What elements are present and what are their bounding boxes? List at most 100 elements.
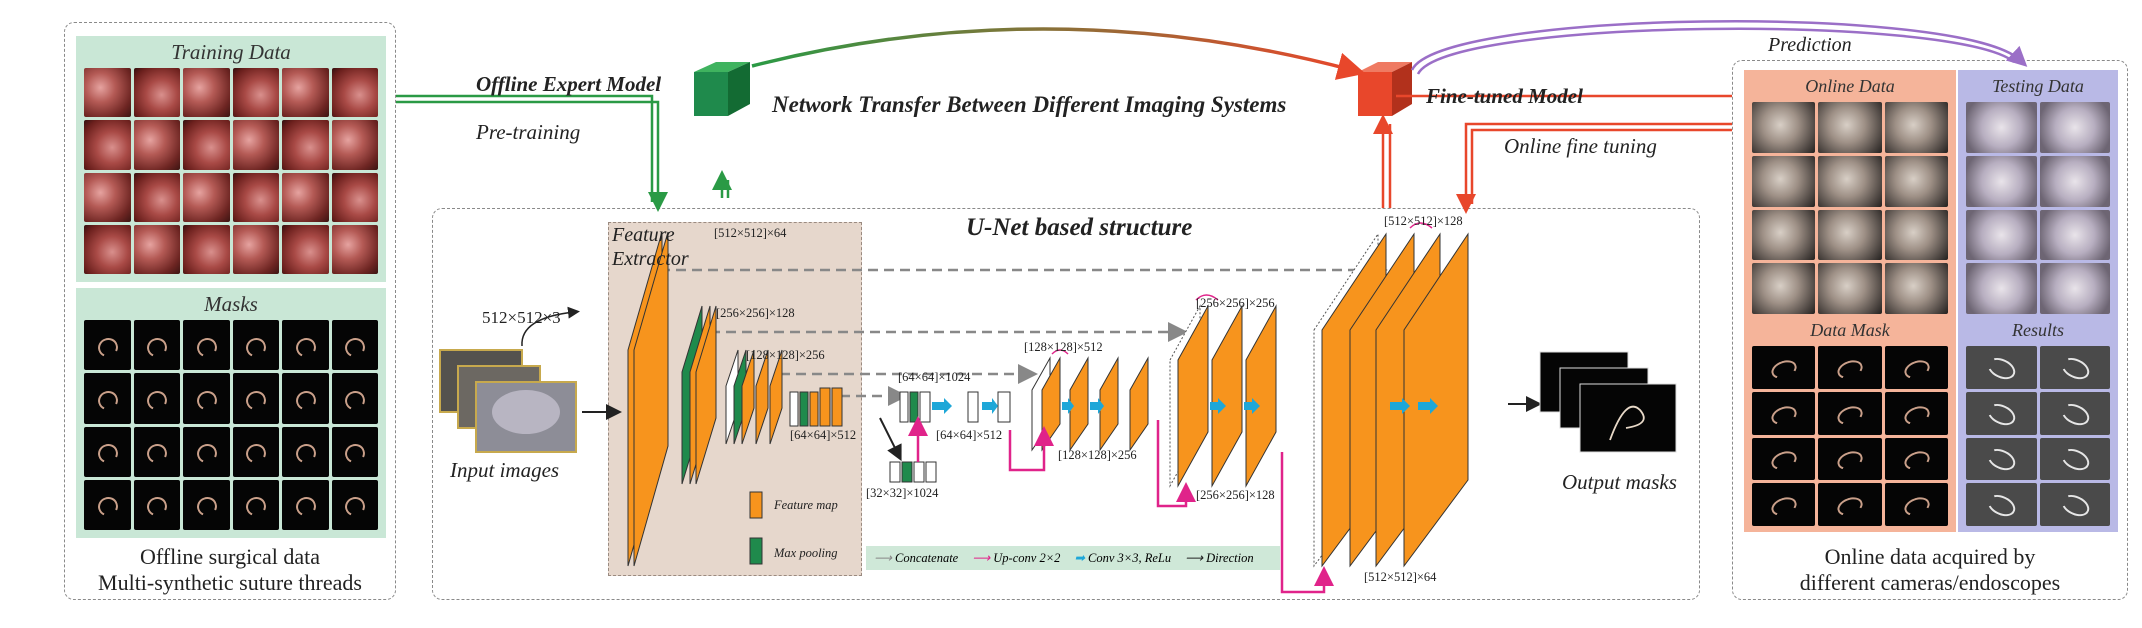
testing-image <box>1966 263 2037 314</box>
result-image <box>1966 483 2037 526</box>
training-image <box>183 172 230 222</box>
training-image <box>183 120 230 170</box>
result-image <box>2039 346 2110 389</box>
mask-image <box>84 320 131 371</box>
skip-connections <box>660 260 1388 406</box>
online-image <box>1884 102 1948 153</box>
unet-panel <box>432 208 1700 600</box>
data-mask-image <box>1818 346 1882 389</box>
unet-title: U-Net based structure <box>966 214 1193 241</box>
online-image <box>1818 209 1882 261</box>
pretraining-label: Pre-training <box>476 120 581 144</box>
input-images-stack <box>439 306 622 453</box>
prediction-arrow <box>1410 20 2028 71</box>
legend-conv-label: Conv 3×3, ReLu <box>1088 551 1172 565</box>
online-image <box>1818 155 1882 207</box>
offline-expert-model-cube <box>694 62 750 116</box>
dim-label: [512×512]×64 <box>714 226 787 240</box>
result-image <box>2039 391 2110 435</box>
prediction-label: Prediction <box>1768 34 1852 56</box>
training-image <box>232 172 279 222</box>
direction-arrow-icon: ⟶ <box>1185 551 1204 565</box>
mask-image <box>282 479 329 530</box>
masks-panel: Masks <box>76 288 386 538</box>
testing-image <box>1966 209 2037 261</box>
training-image <box>282 224 329 274</box>
finetuning-arrow <box>1373 94 1732 214</box>
dim-label: [512×512]×128 <box>1384 214 1463 228</box>
testing-data-title: Testing Data <box>1992 76 2084 96</box>
mask-image <box>133 479 180 530</box>
pretraining-arrow <box>396 94 732 212</box>
training-image <box>282 172 329 222</box>
testing-image <box>2039 102 2110 153</box>
mask-image <box>183 320 230 371</box>
mask-image <box>232 479 279 530</box>
mask-image <box>232 373 279 424</box>
training-image <box>84 68 131 118</box>
mask-image <box>84 426 131 477</box>
training-image <box>84 120 131 170</box>
mask-image <box>282 426 329 477</box>
input-dims-label: 512×512×3 <box>482 308 561 327</box>
training-image <box>133 120 180 170</box>
legend-key-icons <box>749 491 763 565</box>
mask-image <box>282 373 329 424</box>
training-image <box>232 224 279 274</box>
online-caption-line2: different cameras/endoscopes <box>1799 570 2061 595</box>
training-image <box>133 68 180 118</box>
online-image <box>1752 263 1816 314</box>
testing-image-grid <box>1966 102 2110 314</box>
offline-expert-model-label: Offline Expert Model <box>476 72 662 96</box>
legend-upconv-label: Up-conv 2×2 <box>993 551 1061 565</box>
data-mask-image <box>1752 483 1816 526</box>
data-mask-image <box>1818 391 1882 435</box>
testing-image <box>2039 263 2110 314</box>
dim-label: [256×256]×128 <box>716 306 795 320</box>
mask-image <box>232 426 279 477</box>
upconv-arrow-icon: ⟶ <box>972 551 991 565</box>
training-image <box>331 172 378 222</box>
encoder-feature-maps <box>627 231 843 567</box>
online-data-panel <box>1732 60 2128 600</box>
dim-label: [64×64]×512 <box>936 428 1003 442</box>
training-data-title: Training Data <box>171 40 291 64</box>
testing-data-subpanel: Testing Data Results <box>1958 70 2118 532</box>
data-mask-image <box>1884 391 1948 435</box>
offline-caption-line1: Offline surgical data <box>139 544 321 569</box>
result-image <box>1966 437 2037 481</box>
dim-label: [512×512]×64 <box>1364 570 1437 584</box>
input-images-label: Input images <box>450 458 560 482</box>
data-mask-image <box>1752 437 1816 481</box>
data-mask-image <box>1884 483 1948 526</box>
mask-image <box>183 426 230 477</box>
results-title: Results <box>2012 320 2064 340</box>
data-mask-grid <box>1752 346 1948 526</box>
output-masks-label: Output masks <box>1562 470 1677 494</box>
concatenate-arrow-icon: ⟶ <box>874 551 892 565</box>
results-grid <box>1966 346 2110 526</box>
mask-image <box>84 373 131 424</box>
online-fine-tuning-label: Online fine tuning <box>1504 134 1657 158</box>
dim-label: [128×128]×512 <box>1024 340 1103 354</box>
testing-image <box>1966 102 2037 153</box>
offline-data-panel <box>64 22 396 600</box>
training-image <box>232 120 279 170</box>
online-image <box>1884 155 1948 207</box>
key-max-pooling-label: Max pooling <box>774 546 838 560</box>
legend-direction-label: Direction <box>1206 551 1254 565</box>
decoder-stage-2 <box>1156 304 1277 508</box>
training-image <box>331 224 378 274</box>
output-masks-stack <box>1508 351 1677 453</box>
conv-arrow-icon: ➡ <box>1074 551 1085 565</box>
online-image-grid <box>1752 102 1948 314</box>
training-image-grid <box>84 68 378 274</box>
data-mask-image <box>1884 437 1948 481</box>
mask-image <box>133 426 180 477</box>
training-image <box>331 120 378 170</box>
testing-image <box>2039 209 2110 261</box>
result-image <box>1966 391 2037 435</box>
dim-label: [128×128]×256 <box>746 348 825 362</box>
training-image <box>282 120 329 170</box>
